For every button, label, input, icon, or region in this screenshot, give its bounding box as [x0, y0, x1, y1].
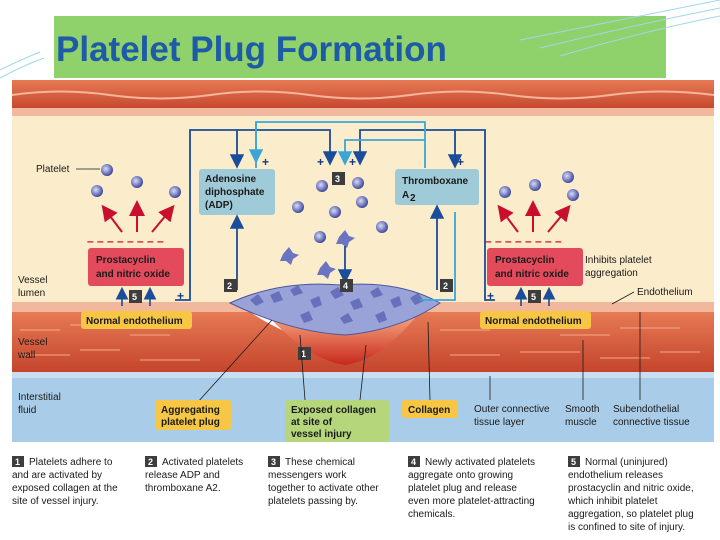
- label-vessel-wall: Vessel wall: [17, 337, 50, 361]
- step2-badge-left: [224, 279, 237, 292]
- feedback-arrows-light: [248, 121, 426, 168]
- caption5-num: 5: [571, 457, 576, 467]
- step3-badge-num: 3: [335, 174, 340, 184]
- caption2-badge: [145, 456, 157, 467]
- normal-endothelium-label-left: Normal endothelium: [86, 316, 183, 327]
- plus-sign-thromboxane-top: +: [457, 155, 464, 169]
- bottom-leader-lines: [196, 312, 641, 404]
- adp-box: [199, 169, 275, 215]
- caption5-text: Normal (uninjured) endothelium releases …: [567, 457, 696, 533]
- step5-badge-right-num: 5: [531, 292, 536, 302]
- collagen-label: Collagen: [408, 405, 450, 416]
- step2-badge-left-num: 2: [227, 281, 232, 291]
- exposed-collagen-box: [285, 400, 389, 442]
- label-platelet: Platelet: [36, 164, 70, 175]
- step2-arrows: [229, 204, 445, 290]
- step-caption-1: 1 Platelets adhere to and are activated …: [12, 456, 120, 507]
- decorative-corner-lines: [0, 0, 720, 79]
- normal-endothelium-label-right: Normal endothelium: [485, 316, 582, 327]
- step1-badge-num: 1: [301, 349, 306, 359]
- aggregating-platelet-plug: [228, 283, 441, 336]
- exposed-collagen-label: Exposed collagen at site of vessel injur…: [291, 405, 379, 440]
- normal-endothelium-box-left: [81, 311, 192, 329]
- caption2-text: Activated platelets release ADP and thro…: [145, 457, 246, 494]
- step-caption-2: 2 Activated platelets release ADP and th…: [145, 456, 246, 494]
- normal-endothelium-box-right: [480, 311, 591, 329]
- step-caption-4: 4 Newly activated platelets aggregate on…: [408, 456, 538, 520]
- caption2-num: 2: [148, 457, 153, 467]
- thromboxane-label: Thromboxane: [402, 176, 469, 187]
- collagen-box: [402, 400, 458, 418]
- plus-sign-center-left: +: [317, 155, 324, 169]
- step2-arrow-light: [420, 212, 456, 301]
- step5-arrows-left: [115, 286, 157, 306]
- inhibition-arrows-left: [101, 200, 175, 233]
- caption3-badge: [268, 456, 280, 467]
- thromboxane-a-label: A: [402, 190, 409, 201]
- endothelium-leader-line: [611, 291, 635, 305]
- plus-sign-left: +: [177, 289, 184, 303]
- label-endothelium: Endothelium: [637, 287, 693, 298]
- caption4-text: Newly activated platelets aggregate onto…: [408, 457, 538, 520]
- smooth-muscle-label: Smooth muscle: [565, 404, 602, 428]
- top-wall-texture: [11, 90, 715, 100]
- label-interstitial-fluid: Interstitial fluid: [18, 392, 64, 416]
- label-vessel-lumen: Vessel lumen: [18, 275, 50, 299]
- caption1-badge: [12, 456, 24, 467]
- step-caption-5: 5 Normal (uninjured) endothelium release…: [567, 456, 696, 533]
- title-banner: [54, 16, 666, 78]
- caption5-badge: [568, 456, 580, 467]
- step5-badge-left: [129, 290, 142, 303]
- step5-arrows-right: [514, 286, 556, 306]
- step2-badge-right-num: 2: [443, 281, 448, 291]
- caption3-num: 3: [271, 457, 276, 467]
- inhibition-marks-right: – – – – – – – –: [485, 234, 562, 248]
- step3-badge: [332, 172, 345, 185]
- caption1-text: Platelets adhere to and are activated by…: [12, 457, 120, 507]
- step5-badge-left-num: 5: [132, 292, 137, 302]
- outer-connective-label: Outer connective tissue layer: [474, 404, 552, 428]
- adp-label: Adenosine diphosphate (ADP): [205, 174, 267, 211]
- inhibition-marks-left: – – – – – – – –: [87, 234, 164, 248]
- aggregating-plug-box: [155, 400, 231, 430]
- step-caption-3: 3 These chemical messengers work togethe…: [268, 456, 381, 507]
- free-platelets: [91, 164, 579, 279]
- plus-sign-right: +: [487, 289, 494, 303]
- caption4-num: 4: [411, 457, 416, 467]
- caption4-badge: [408, 456, 420, 467]
- plus-sign-adp-top: +: [262, 155, 269, 169]
- step4-badge-num: 4: [343, 281, 348, 291]
- step2-badge-right: [440, 279, 453, 292]
- feedback-arrows-dark: [175, 129, 495, 301]
- page-title: Platelet Plug Formation: [56, 30, 447, 69]
- prostacyclin-box-right: [487, 248, 583, 286]
- aggregating-plug-label: Aggregating platelet plug: [161, 405, 223, 428]
- top-vessel-wall: [12, 80, 714, 110]
- caption3-text: These chemical messengers work together …: [268, 457, 381, 507]
- prostacyclin-label-left: Prostacyclin and nitric oxide: [96, 255, 170, 280]
- plus-sign-center-right: +: [349, 155, 356, 169]
- prostacyclin-label-right: Prostacyclin and nitric oxide: [495, 255, 569, 280]
- inhibition-arrows-right: [497, 200, 571, 233]
- thromboxane-subscript: 2: [410, 193, 416, 204]
- label-inhibits-aggregation: Inhibits platelet aggregation: [585, 255, 655, 279]
- top-endothelium: [12, 108, 714, 116]
- subendothelial-label: Subendothelial connective tissue: [613, 404, 690, 428]
- step4-badge: [340, 279, 353, 292]
- prostacyclin-box-left: [88, 248, 184, 286]
- caption1-num: 1: [15, 457, 20, 467]
- step5-badge-right: [528, 290, 541, 303]
- thromboxane-box: [395, 169, 479, 205]
